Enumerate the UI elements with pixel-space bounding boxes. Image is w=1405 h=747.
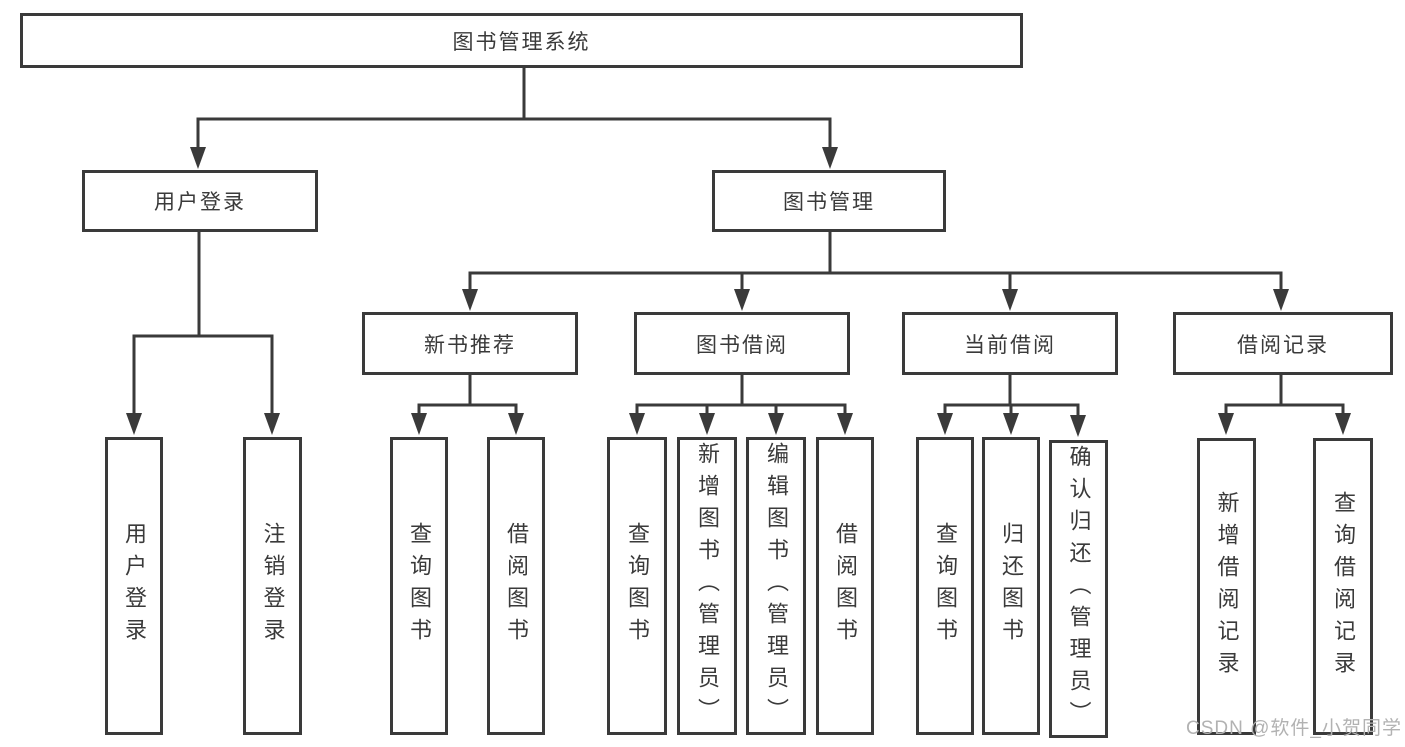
- node-book-borrowing: 图书借阅: [634, 312, 850, 375]
- node-new-book-recommendation: 新书推荐: [362, 312, 578, 375]
- node-label: 新书推荐: [424, 333, 516, 357]
- node-label: 用户登录: [122, 522, 147, 650]
- node-label: 查询借阅记录: [1331, 490, 1356, 683]
- node-query-books-current: 查询图书: [916, 437, 974, 735]
- watermark: CSDN @软件_小贺同学: [1186, 718, 1402, 739]
- node-label: 图书管理: [783, 191, 875, 214]
- node-edit-books-admin: 编辑图书（管理员）: [746, 437, 806, 735]
- node-library-management-system: 图书管理系统: [20, 13, 1023, 68]
- node-borrow-books-recommend: 借阅图书: [487, 437, 545, 735]
- node-confirm-return-admin: 确认归还（管理员）: [1049, 440, 1108, 738]
- node-book-management: 图书管理: [712, 170, 946, 232]
- node-label: 查询图书: [625, 522, 650, 650]
- node-label: 确认归还（管理员）: [1066, 445, 1092, 733]
- node-label: 归还图书: [999, 522, 1024, 650]
- node-return-books: 归还图书: [982, 437, 1040, 735]
- node-query-books-recommend: 查询图书: [390, 437, 448, 735]
- node-add-borrow-record: 新增借阅记录: [1197, 438, 1256, 735]
- node-label: 借阅记录: [1237, 333, 1329, 357]
- node-label: 当前借阅: [964, 333, 1056, 357]
- node-label: 新增借阅记录: [1214, 490, 1240, 683]
- node-label: 注销登录: [260, 522, 286, 650]
- node-label: 用户登录: [154, 191, 246, 214]
- node-user-login-leaf: 用户登录: [105, 437, 163, 735]
- node-user-login: 用户登录: [82, 170, 318, 232]
- node-borrow-books-leaf: 借阅图书: [816, 437, 874, 735]
- node-label: 图书借阅: [696, 333, 788, 357]
- node-logout: 注销登录: [243, 437, 302, 735]
- node-borrowing-records: 借阅记录: [1173, 312, 1393, 375]
- node-label: 借阅图书: [833, 522, 858, 650]
- node-label: 借阅图书: [504, 522, 529, 650]
- node-query-books-borrow: 查询图书: [607, 437, 667, 735]
- node-label: 查询图书: [407, 522, 432, 650]
- node-current-borrowing: 当前借阅: [902, 312, 1118, 375]
- node-label: 图书管理系统: [452, 30, 591, 54]
- node-add-books-admin: 新增图书（管理员）: [677, 437, 737, 735]
- node-label: 新增图书（管理员）: [695, 442, 720, 730]
- node-query-borrow-record: 查询借阅记录: [1313, 438, 1373, 735]
- node-label: 查询图书: [933, 522, 958, 650]
- node-label: 编辑图书（管理员）: [764, 442, 789, 730]
